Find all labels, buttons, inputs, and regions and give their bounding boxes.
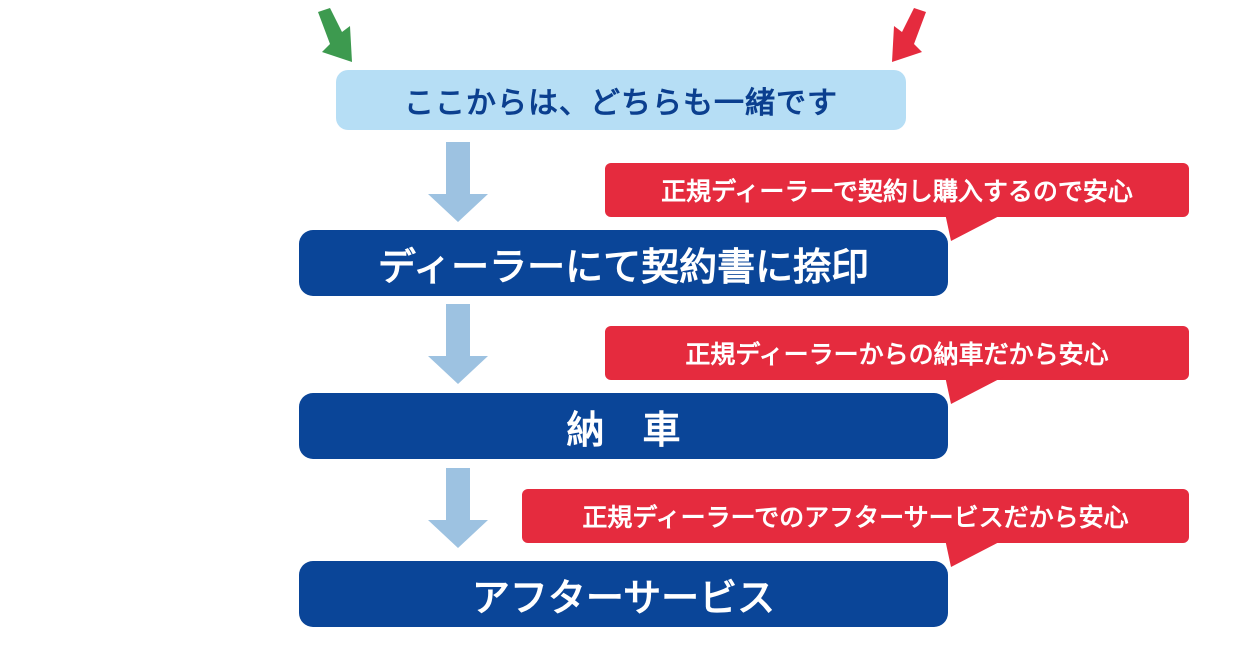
step-contract-text: ディーラーにて契約書に捺印 — [377, 244, 870, 289]
red-arrow-icon — [892, 8, 926, 62]
step-delivery: 納 車 — [299, 393, 948, 459]
callout-tail-icon — [945, 213, 1005, 241]
callout-tail-icon — [945, 539, 1005, 567]
callout-delivery: 正規ディーラーからの納車だから安心 — [605, 326, 1189, 406]
green-arrow-icon — [318, 8, 352, 62]
callout-contract-text: 正規ディーラーで契約し購入するので安心 — [661, 177, 1133, 206]
callout-tail-icon — [945, 376, 1005, 404]
flow-arrow-icon — [428, 468, 488, 548]
step-after-service: アフターサービス — [299, 561, 948, 627]
step-delivery-text: 納 車 — [566, 407, 681, 452]
callout-after-service-text: 正規ディーラーでのアフターサービスだから安心 — [582, 503, 1129, 532]
step-contract: ディーラーにて契約書に捺印 — [299, 230, 948, 296]
shared-process-label: ここからは、どちらも一緒です — [336, 70, 906, 130]
callout-after-service: 正規ディーラーでのアフターサービスだから安心 — [522, 489, 1189, 569]
flow-arrow-icon — [428, 142, 488, 222]
flow-arrow-icon — [428, 304, 488, 384]
step-after-service-text: アフターサービス — [471, 575, 776, 620]
callout-delivery-text: 正規ディーラーからの納車だから安心 — [685, 340, 1109, 369]
callout-contract: 正規ディーラーで契約し購入するので安心 — [605, 163, 1189, 243]
shared-process-text: ここからは、どちらも一緒です — [404, 86, 838, 121]
